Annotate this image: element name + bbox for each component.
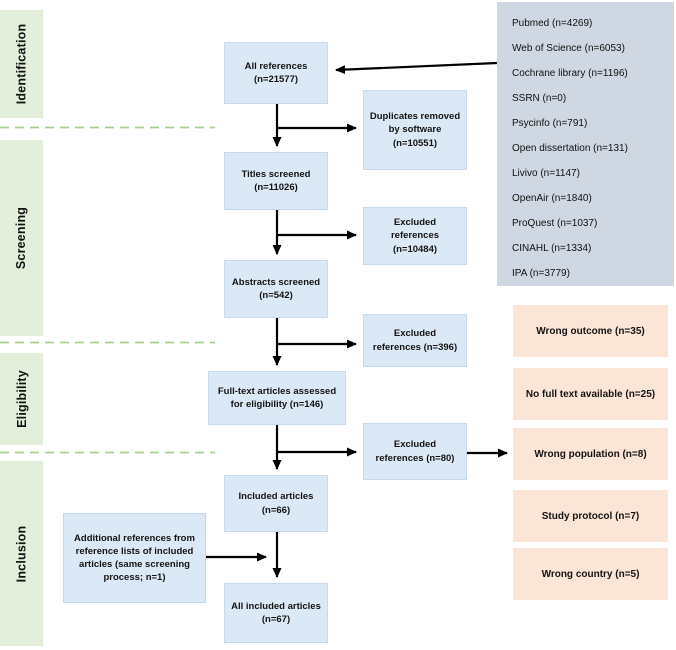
- stage-label: Screening: [14, 206, 29, 270]
- exclusion-box-wrong-country: Wrong country (n=5): [513, 548, 668, 600]
- flow-box-excluded-abstracts: Excluded references (n=396): [363, 314, 467, 367]
- flow-box-abstracts-screened: Abstracts screened (n=542): [224, 260, 328, 318]
- sources-panel: Pubmed (n=4269) Web of Science (n=6053) …: [497, 2, 674, 286]
- flow-box-label: Included articles (n=66): [238, 491, 314, 516]
- stage-eligibility: Eligibility: [0, 353, 43, 445]
- source-item: ProQuest (n=1037): [512, 218, 598, 229]
- source-item: SSRN (n=0): [512, 93, 567, 104]
- flow-box-all-included: All included articles (n=67): [224, 583, 328, 643]
- source-item: IPA (n=3779): [512, 268, 570, 279]
- flow-box-label: All included articles (n=67): [231, 600, 321, 625]
- exclusion-box-wrong-outcome: Wrong outcome (n=35): [513, 305, 668, 357]
- stage-inclusion: Inclusion: [0, 461, 43, 646]
- flow-box-label: Excluded references (n=10484): [390, 217, 440, 255]
- flow-box-excluded-titles: Excluded references (n=10484): [363, 207, 467, 265]
- exclusion-label: Wrong outcome (n=35): [536, 325, 645, 337]
- source-item: Psycinfo (n=791): [512, 118, 588, 129]
- source-item: CINAHL (n=1334): [512, 243, 592, 254]
- stage-label: Identification: [14, 23, 29, 105]
- flow-box-fulltext-assessed: Full-text articles assessed for eligibil…: [208, 371, 346, 425]
- source-item: Pubmed (n=4269): [512, 18, 593, 29]
- flow-box-label: Abstracts screened (n=542): [231, 276, 321, 301]
- source-item: OpenAir (n=1840): [512, 193, 592, 204]
- flow-box-titles-screened: Titles screened (n=11026): [224, 152, 328, 210]
- flow-box-excluded-fulltext: Excluded references (n=80): [363, 423, 467, 480]
- exclusion-label: Study protocol (n=7): [541, 510, 640, 522]
- exclusion-label: Wrong population (n=8): [534, 448, 647, 460]
- stage-label: Inclusion: [14, 525, 29, 582]
- exclusion-label: Wrong country (n=5): [541, 568, 640, 580]
- flow-box-label: Duplicates removed by software (n=10551): [369, 111, 461, 149]
- flow-box-additional-references: Additional references from reference lis…: [63, 513, 206, 603]
- stage-identification: Identification: [0, 10, 43, 118]
- flow-box-label: Excluded references (n=80): [375, 439, 455, 464]
- flow-box-all-references: All references (n=21577): [224, 42, 328, 104]
- source-item: Livivo (n=1147): [512, 168, 580, 179]
- stage-screening: Screening: [0, 140, 43, 336]
- source-item: Web of Science (n=6053): [512, 43, 625, 54]
- arrow-sources-to-all-references: [335, 61, 498, 75]
- source-item: Cochrane library (n=1196): [512, 68, 628, 79]
- exclusion-label: No full text available (n=25): [525, 388, 656, 400]
- flow-box-included-articles: Included articles (n=66): [224, 475, 328, 532]
- exclusion-box-no-fulltext: No full text available (n=25): [513, 368, 668, 420]
- source-item: Open dissertation (n=131): [512, 143, 628, 154]
- flow-box-label: Full-text articles assessed for eligibil…: [217, 385, 337, 410]
- stage-label: Eligibility: [14, 370, 29, 428]
- flow-box-duplicates-removed: Duplicates removed by software (n=10551): [363, 90, 467, 170]
- exclusion-box-study-protocol: Study protocol (n=7): [513, 490, 668, 542]
- flow-box-label: Titles screened (n=11026): [241, 168, 311, 193]
- flow-box-label: Excluded references (n=396): [372, 328, 458, 353]
- flow-box-label: Additional references from reference lis…: [74, 532, 195, 584]
- exclusion-box-wrong-population: Wrong population (n=8): [513, 428, 668, 480]
- flow-box-label: All references (n=21577): [244, 60, 308, 85]
